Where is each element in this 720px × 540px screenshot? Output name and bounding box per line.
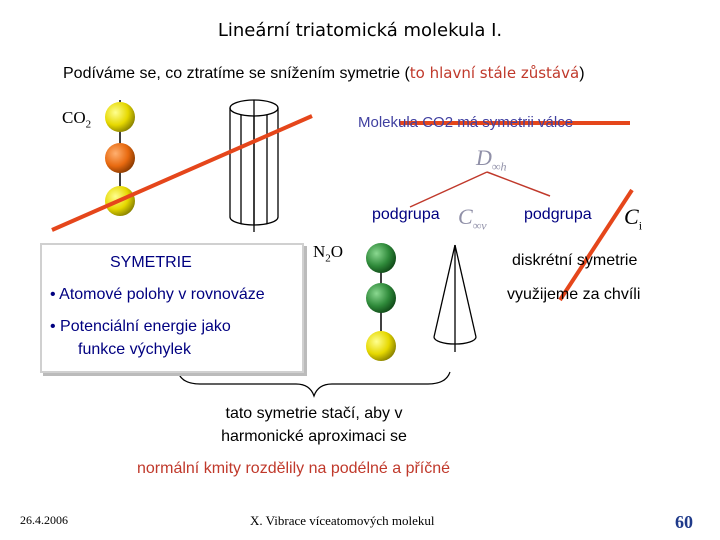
cinfv-base: C (458, 204, 473, 229)
footer-title: X. Vibrace víceatomových molekul (250, 513, 435, 528)
discrete-symmetry-text: diskrétní symetrie (512, 252, 638, 269)
dinfh-sub: ∞h (491, 159, 507, 174)
cylinder-symmetry-text: Molekula CO2 má symetrii válce (358, 114, 574, 131)
n2o-molecule (366, 243, 396, 361)
cone-icon (433, 244, 477, 352)
curly-brace (177, 371, 451, 398)
intro-close: ) (579, 65, 585, 82)
strike-line-discrete (558, 188, 634, 302)
symmetry-bullet-1: • Atomové polohy v rovnováze (50, 286, 265, 303)
oxygen-atom-top (105, 102, 135, 132)
oxygen-atom-n2o (366, 331, 396, 361)
n2o-sub: 2 (325, 252, 331, 265)
symmetry-box (40, 243, 304, 373)
strike-line-co2 (51, 114, 313, 232)
point-group-cinfv: C∞v (458, 204, 487, 233)
use-later-text: využijeme za chvíli (507, 286, 641, 303)
subgroup-arrows (409, 171, 551, 208)
n2o-label: N2O (313, 242, 343, 264)
cylinder-icon (229, 99, 279, 232)
subgroup-label-2: podgrupa (524, 206, 592, 223)
subgroup-label-1: podgrupa (372, 206, 440, 223)
footer-date: 26.4.2006 (20, 513, 68, 527)
symmetry-bullet-2: • Potenciální energie jako (50, 318, 231, 335)
carbon-atom (105, 143, 135, 173)
co2-base: CO (62, 108, 86, 127)
cinfv-sub: ∞v (472, 218, 487, 233)
co2-sub: 2 (85, 118, 92, 131)
n2o-post: O (330, 242, 344, 261)
intro-text: Podíváme se, co ztratíme se snížením sym… (63, 64, 585, 83)
symmetry-box-title: SYMETRIE (110, 254, 192, 271)
co2-label: CO2 (62, 108, 91, 130)
nitrogen-atom-top (366, 243, 396, 273)
page-number: 60 (675, 512, 693, 532)
intro-main: Podíváme se, co ztratíme se snížením sym… (63, 65, 410, 82)
intro-highlight: to hlavní stále zůstává (409, 64, 580, 82)
point-group-dinfh: D∞h (476, 145, 506, 174)
symmetry-bullet-2-continued: funkce výchylek (78, 341, 191, 358)
ci-sub: i (638, 218, 643, 233)
n2o-pre: N (313, 242, 326, 261)
brace-text-line-1: tato symetrie stačí, aby v (225, 405, 403, 422)
brace-text-line-2: harmonické aproximaci se (221, 428, 407, 445)
ci-base: C (624, 204, 639, 229)
dinfh-base: D (476, 145, 492, 170)
slide-title: Lineární triatomická molekula I. (217, 20, 503, 41)
nitrogen-atom-middle (366, 283, 396, 313)
normal-modes-text: normální kmity rozdělily na podélné a př… (137, 460, 451, 477)
point-group-ci: Ci (624, 204, 642, 233)
